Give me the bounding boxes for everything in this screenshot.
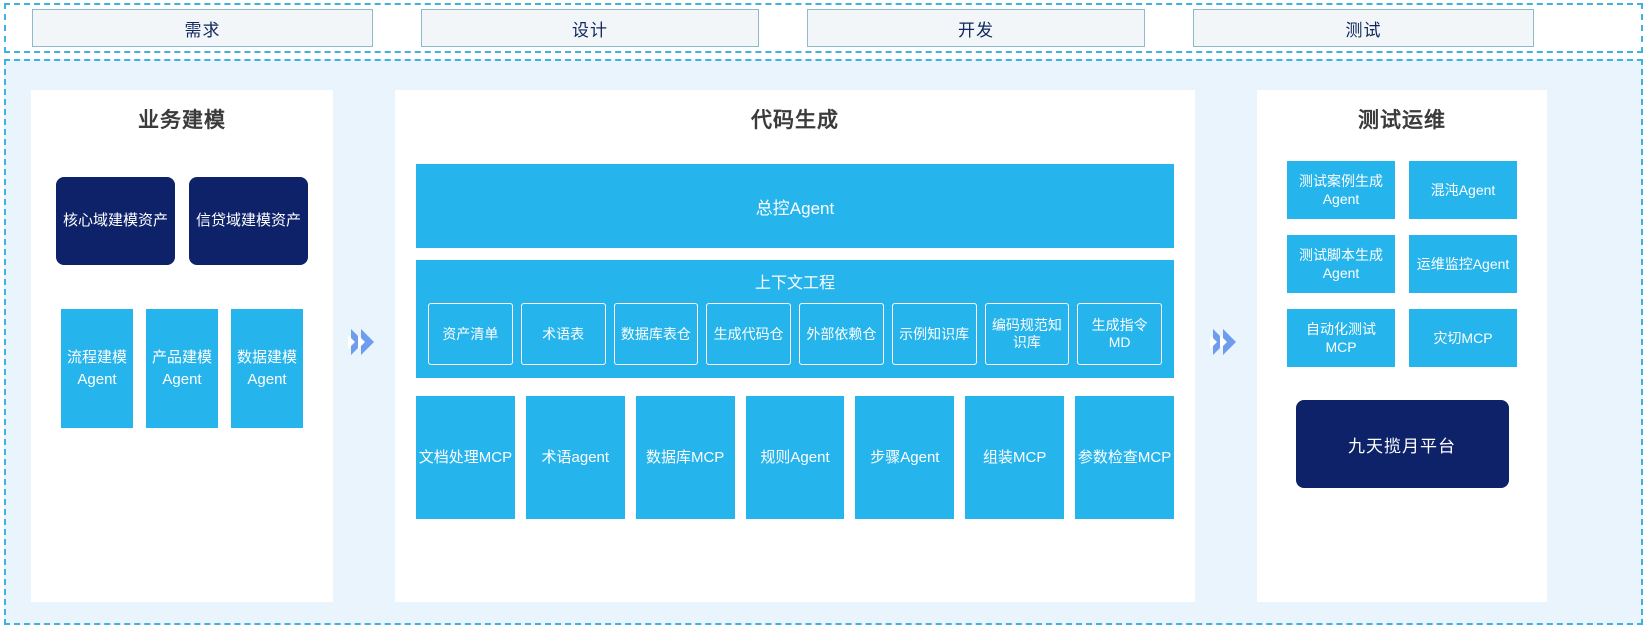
platform-card-jiutian-lanyue[interactable]: 九天揽月平台	[1295, 400, 1509, 488]
ops-card-automated-test-mcp[interactable]: 自动化测试MCP	[1287, 309, 1395, 367]
context-item-generated-code-repo[interactable]: 生成代码仓	[706, 303, 791, 365]
ops-card-chaos-agent[interactable]: 混沌Agent	[1409, 161, 1517, 219]
mcp-card-database[interactable]: 数据库MCP	[635, 396, 735, 519]
panel-title-business-modeling: 业务建模	[138, 109, 226, 132]
panel-title-test-ops: 测试运维	[1358, 109, 1446, 132]
context-item-asset-list[interactable]: 资产清单	[428, 303, 513, 365]
context-item-coding-standard-knowledge-base[interactable]: 编码规范知识库	[984, 303, 1070, 365]
ops-card-ops-monitoring-agent[interactable]: 运维监控Agent	[1409, 235, 1517, 293]
mcp-card-parameter-check[interactable]: 参数检查MCP	[1075, 396, 1175, 519]
mcp-card-assembly[interactable]: 组装MCP	[965, 396, 1065, 519]
context-item-db-table-repo[interactable]: 数据库表仓	[613, 303, 699, 365]
stage-box-testing[interactable]: 测试	[1193, 9, 1534, 47]
context-item-glossary[interactable]: 术语表	[520, 303, 606, 365]
mcp-card-glossary-agent[interactable]: 术语agent	[525, 396, 625, 519]
modeling-agent-product[interactable]: 产品建模Agent	[146, 309, 218, 428]
stage-strip: 需求 设计 开发 测试	[4, 3, 1643, 53]
stage-box-design[interactable]: 设计	[421, 9, 759, 47]
panel-title-code-generation: 代码生成	[751, 109, 839, 132]
ops-card-test-case-generation-agent[interactable]: 测试案例生成Agent	[1287, 161, 1395, 219]
panel-code-generation: 代码生成 总控Agent 上下文工程 资产清单 术语表 数据库表仓 生成代码仓 …	[395, 90, 1195, 602]
ops-card-grid: 测试案例生成Agent 混沌Agent 测试脚本生成Agent 运维监控Agen…	[1257, 161, 1547, 367]
double-chevron-right-icon	[348, 329, 374, 355]
context-engineering-title: 上下文工程	[754, 275, 835, 292]
panel-test-ops: 测试运维 测试案例生成Agent 混沌Agent 测试脚本生成Agent 运维监…	[1257, 90, 1547, 602]
ops-card-disaster-switch-mcp[interactable]: 灾切MCP	[1409, 309, 1517, 367]
panel-business-modeling: 业务建模 核心域建模资产 信贷域建模资产 流程建模Agent 产品建模Agent…	[31, 90, 333, 602]
double-chevron-right-icon	[1210, 329, 1236, 355]
stage-box-requirement[interactable]: 需求	[32, 9, 373, 47]
mcp-card-row: 文档处理MCP 术语agent 数据库MCP 规则Agent 步骤Agent 组…	[416, 396, 1175, 519]
flow-arrow-left	[333, 61, 395, 623]
modeling-agent-process[interactable]: 流程建模Agent	[61, 309, 133, 428]
ops-card-test-script-generation-agent[interactable]: 测试脚本生成Agent	[1287, 235, 1395, 293]
flow-arrow-right	[1195, 61, 1257, 623]
context-item-generation-instruction-md[interactable]: 生成指令MD	[1077, 303, 1162, 365]
asset-card-row: 核心域建模资产 信贷域建模资产	[31, 177, 333, 265]
modeling-agent-data[interactable]: 数据建模Agent	[231, 309, 303, 428]
asset-card-credit-domain[interactable]: 信贷域建模资产	[189, 177, 308, 265]
main-region: 业务建模 核心域建模资产 信贷域建模资产 流程建模Agent 产品建模Agent…	[4, 59, 1643, 625]
master-agent-card[interactable]: 总控Agent	[416, 164, 1174, 248]
modeling-agent-row: 流程建模Agent 产品建模Agent 数据建模Agent	[31, 309, 333, 428]
context-item-row: 资产清单 术语表 数据库表仓 生成代码仓 外部依赖仓 示例知识库 编码规范知识库…	[416, 303, 1174, 365]
context-item-example-knowledge-base[interactable]: 示例知识库	[891, 303, 977, 365]
mcp-card-rule-agent[interactable]: 规则Agent	[745, 396, 845, 519]
context-item-external-dependency-repo[interactable]: 外部依赖仓	[799, 303, 884, 365]
mcp-card-step-agent[interactable]: 步骤Agent	[855, 396, 955, 519]
stage-box-development[interactable]: 开发	[807, 9, 1145, 47]
mcp-card-document-processing[interactable]: 文档处理MCP	[416, 396, 515, 519]
context-engineering-block: 上下文工程 资产清单 术语表 数据库表仓 生成代码仓 外部依赖仓 示例知识库 编…	[416, 260, 1174, 378]
asset-card-core-domain[interactable]: 核心域建模资产	[56, 177, 175, 265]
